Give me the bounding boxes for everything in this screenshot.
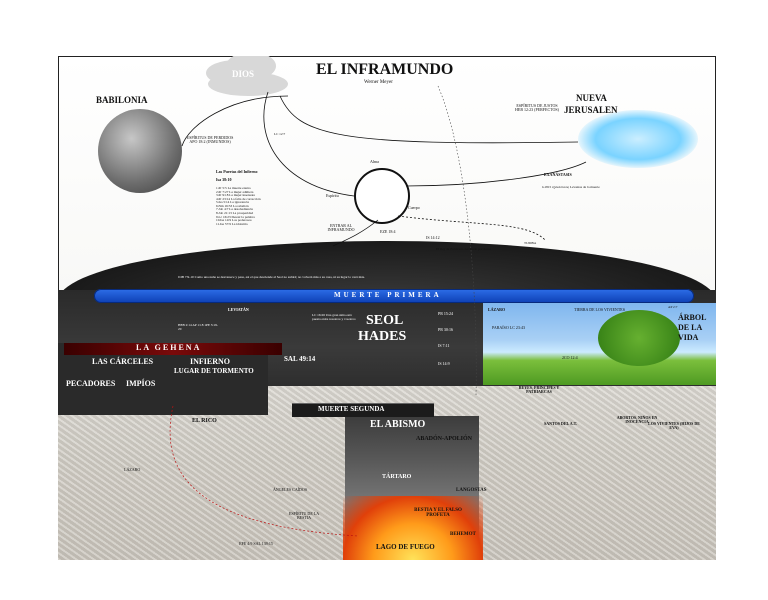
arbol-line2: DE LA <box>678 324 702 332</box>
seol-note: LC 16:26 Una gran sima está puesta entre… <box>312 314 358 321</box>
lazaro-paradise: LÁZARO <box>488 308 505 312</box>
lago-fuego-label: LAGO DE FUEGO <box>376 544 435 551</box>
cor124: 2CO 12:4 <box>562 356 578 360</box>
entrar-label: ENTRAR AL INFRAMUNDO <box>316 224 366 232</box>
abadon-label: ABADÓN-APOLIÓN <box>416 436 472 442</box>
tartaro-label: TÁRTARO <box>382 474 411 480</box>
author: Werner Meyer <box>364 80 393 85</box>
el-rico-label: EL RICO <box>192 418 217 424</box>
cuerpo-label: Cuerpo <box>408 206 420 210</box>
infierno-label: INFIERNO <box>190 358 230 366</box>
ap27: AP 2:7 <box>668 306 677 310</box>
dios-label: DIOS <box>232 70 254 79</box>
behemot-label: BEHEMOT <box>450 532 476 537</box>
muerte-primera-label: MUERTE PRIMERA <box>334 292 442 299</box>
espiritu-label: Espíritu <box>326 194 339 198</box>
lazaro-left: LÁZARO <box>124 468 140 472</box>
is711: IS 7:11 <box>438 344 450 348</box>
arbol-line1: ÁRBOL <box>678 314 706 322</box>
eze-ref: EZE 18:4 <box>380 230 395 234</box>
puertas-item: 11.Isa 57:9 La idolatría <box>216 223 261 227</box>
tumba-label: TUMBA <box>524 242 536 246</box>
pr3016: PR 30:16 <box>438 328 453 332</box>
impios-label: IMPÍOS <box>126 380 155 388</box>
rey-babilonia: El Rey de Babilonia derribado por tierra <box>436 248 500 252</box>
babilonia-note: ESPÍRITUS DE PERDIDOS APO 18:2 (INMUNDOS… <box>186 136 234 144</box>
inframundo-chart: EL INFRAMUNDO Werner Meyer DIOS BABILONI… <box>58 56 716 560</box>
jerusalen-note: ESPÍRITUS DE JUSTOS HEB 12:23 (PERFECTOS… <box>512 104 562 112</box>
arbol-line3: VIDA <box>678 334 698 342</box>
efe-sal-label: EFE 4:9 SAL 139:15 <box>236 542 276 546</box>
exanastasis-note: G1815 ἐξανάστασις Levantas de la muerte <box>542 186 612 190</box>
puertas-list: 1.Pr 5:5 La muerte eterna 2.Pr 7:27 La m… <box>216 187 261 226</box>
page-title: EL INFRAMUNDO <box>316 62 453 79</box>
jerusalen-line1: NUEVA <box>576 94 607 103</box>
paraiso-label: PARAÍSO LC 23:43 <box>492 326 528 330</box>
job-text: JOB 7:9-10 Como una nube se desvanece y … <box>178 276 428 280</box>
puertas-title: Las Puertas del Infierno <box>216 170 257 174</box>
lugar-tormento-label: LUGAR DE TORMENTO <box>174 368 254 375</box>
carceles-label: LAS CÁRCELES <box>92 358 153 366</box>
reyes-label: REYES, PRÍNCIPES Y PATRIARCAS <box>512 386 566 394</box>
alma-label: Alma <box>370 160 379 164</box>
pecadores-label: PECADORES <box>66 380 115 388</box>
bestia-label: BESTIA Y EL FALSO PROFETA <box>414 508 462 519</box>
is149: IS 14:9 <box>438 362 450 366</box>
la-gehena-label: LA GEHENA <box>136 344 201 352</box>
lc-ref: LC 12:7 <box>274 133 285 137</box>
leviatan-label: LEVIATÁN <box>228 308 249 312</box>
jerusalen-line2: JERUSALEN <box>564 106 618 115</box>
el-abismo-label: EL ABISMO <box>370 420 425 431</box>
seol-label: SEOL <box>366 314 403 329</box>
tierra-vivientes: TIERRA DE LOS VIVIENTES <box>574 308 625 312</box>
espiritu-bestia-label: ESPÍRITU DE LA BESTIA <box>284 512 324 520</box>
santos-label: SANTOS DEL A.T. <box>544 422 577 426</box>
heb-refs: HEB 2:14 AP 1:18 1PE 3:19-20 <box>178 324 218 331</box>
muerte-segunda-label: MUERTE SEGUNDA <box>318 406 384 413</box>
exanastasis: EXANÁSTASIS <box>544 173 572 177</box>
angeles-label: ÁNGELES CAÍDOS <box>272 488 308 492</box>
sal4914-label: SAL 49:14 <box>284 356 315 363</box>
puertas-ref: Isa 38:10 <box>216 178 231 182</box>
hades-label: HADES <box>358 330 406 345</box>
pr1524: PR 15:24 <box>438 312 453 316</box>
babilonia-label: BABILONIA <box>96 96 148 105</box>
isa1412: IS 14:12 <box>426 236 440 240</box>
vivientes-label: LOS VIVIENTES (HIJOS DE EVA) <box>646 422 702 430</box>
langostas-label: LANGOSTAS <box>456 488 486 493</box>
